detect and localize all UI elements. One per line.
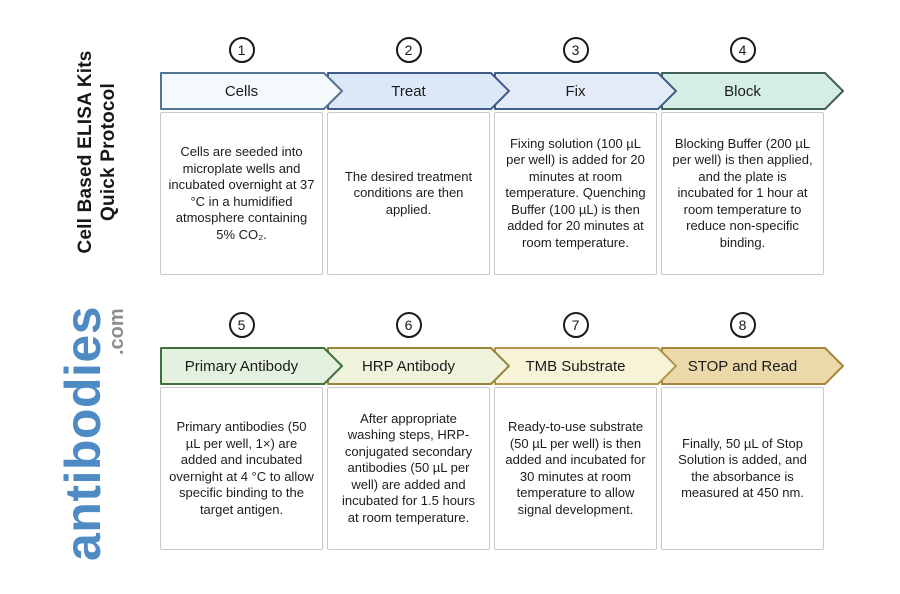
step-description: The desired treatment conditions are the… [344,168,473,217]
protocol-row-2: 5 Primary Antibody Primary antibodies (5… [160,312,844,550]
step-number-wrap: 2 [327,37,490,64]
step-arrow-shape [160,72,343,110]
protocol-step: 8 STOP and Read Finally, 50 µL of Stop S… [661,312,844,550]
step-number-badge: 8 [729,312,756,338]
step-description: Cells are seeded into microplate wells a… [168,144,315,242]
step-description-box: After appropriate washing steps, HRP-con… [327,387,490,550]
step-arrow-label: Primary Antibody [184,357,299,375]
step-number-badge: 1 [228,37,255,63]
step-number-badge: 6 [395,312,422,338]
protocol-step: 3 Fix Fixing solution (100 µL per well) … [494,37,677,275]
step-number-wrap: 4 [661,37,824,64]
step-description: After appropriate washing steps, HRP-con… [342,410,475,525]
protocol-step: 7 TMB Substrate Ready-to-use substrate (… [494,312,677,550]
page-title-line1: Cell Based ELISA Kits [75,50,96,254]
protocol-step: 1 Cells Cells are seeded into microplate… [160,37,343,275]
step-description-box: Fixing solution (100 µL per well) is add… [494,112,657,275]
step-number-badge: 3 [562,37,589,63]
step-arrow: STOP and Read [661,347,844,385]
protocol-step: 4 Block Blocking Buffer (200 µL per well… [661,37,844,275]
step-arrow-label: TMB Substrate [525,357,626,375]
step-number-badge: 4 [729,37,756,63]
step-description: Finally, 50 µL of Stop Solution is added… [678,435,807,501]
step-number-wrap: 6 [327,312,490,339]
step-arrow-label: Fix [565,82,586,100]
step-description-box: The desired treatment conditions are the… [327,112,490,275]
step-number-wrap: 5 [160,312,323,339]
step-arrow-shape [160,347,343,385]
step-description-box: Primary antibodies (50 µL per well, 1×) … [160,387,323,550]
step-description: Primary antibodies (50 µL per well, 1×) … [169,419,314,517]
step-arrow-label: Cells [224,82,259,100]
step-arrow: Fix [494,72,677,110]
step-number-badge: 7 [562,312,589,338]
step-arrow-label: Block [724,82,761,100]
step-arrow-label: Treat [391,82,426,100]
step-number-badge: 2 [395,37,422,63]
page-title-line2: Quick Protocol [98,83,119,221]
step-description: Ready-to-use substrate (50 µL per well) … [505,419,646,517]
step-number-wrap: 7 [494,312,657,339]
step-arrow-label: STOP and Read [687,357,798,375]
step-arrow: Block [661,72,844,110]
protocol-step: 2 Treat The desired treatment conditions… [327,37,510,275]
brand-logo-suffix: .com [106,308,128,355]
brand-logo-text: antibodies [55,305,111,561]
step-description: Fixing solution (100 µL per well) is add… [505,135,646,250]
step-arrow-label: HRP Antibody [361,357,456,375]
step-description-box: Finally, 50 µL of Stop Solution is added… [661,387,824,550]
page-title: Cell Based ELISA Kits Quick Protocol [74,37,120,267]
step-arrow: HRP Antibody [327,347,510,385]
step-arrow: Treat [327,72,510,110]
step-number-wrap: 1 [160,37,323,64]
brand-logo: antibodies .com [53,261,141,561]
step-description-box: Ready-to-use substrate (50 µL per well) … [494,387,657,550]
protocol-step: 5 Primary Antibody Primary antibodies (5… [160,312,343,550]
step-description: Blocking Buffer (200 µL per well) is the… [672,135,813,250]
step-arrow: Cells [160,72,343,110]
step-arrow: Primary Antibody [160,347,343,385]
step-description-box: Cells are seeded into microplate wells a… [160,112,323,275]
step-number-badge: 5 [228,312,255,338]
step-description-box: Blocking Buffer (200 µL per well) is the… [661,112,824,275]
step-number-wrap: 3 [494,37,657,64]
step-arrow: TMB Substrate [494,347,677,385]
protocol-step: 6 HRP Antibody After appropriate washing… [327,312,510,550]
step-number-wrap: 8 [661,312,824,339]
protocol-row-1: 1 Cells Cells are seeded into microplate… [160,37,844,275]
